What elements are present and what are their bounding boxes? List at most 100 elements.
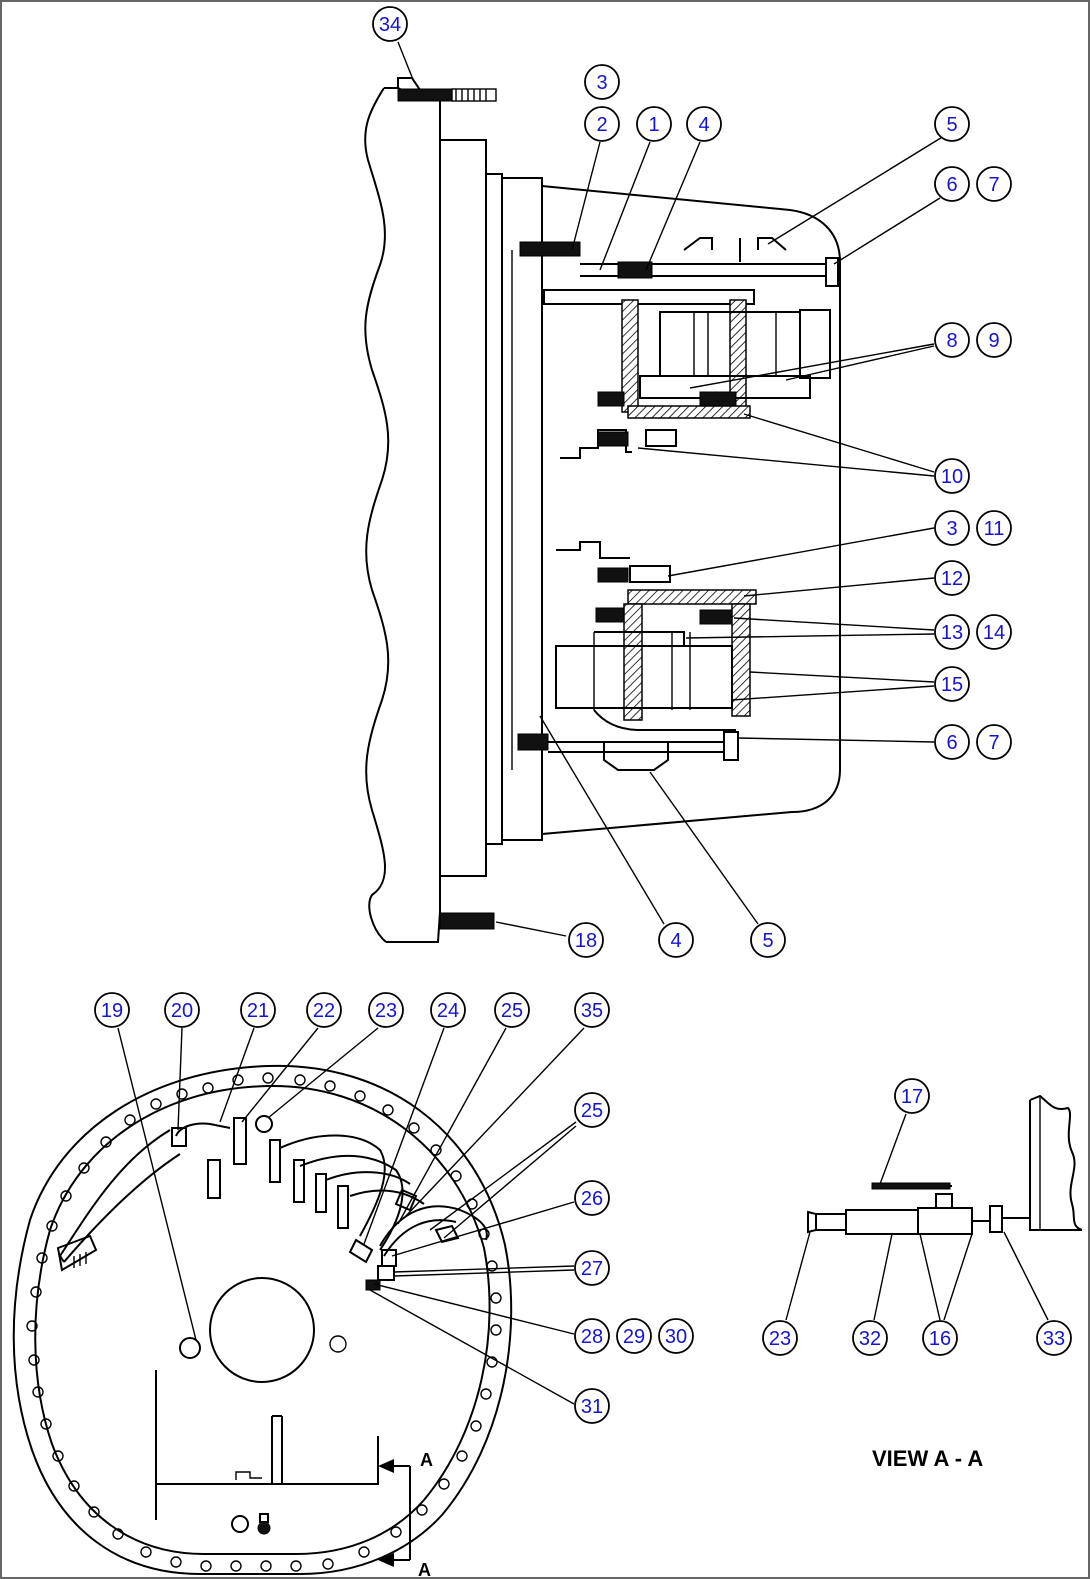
callout-number: 27 [581,1258,603,1280]
callout-circle [574,1180,610,1216]
callout-c14: 14 [976,614,1012,650]
callout-c5b: 5 [750,922,786,958]
fitting-33 [989,1205,1003,1233]
callout-number: 12 [941,568,963,590]
fitting-19 [179,1337,201,1359]
lower-step-profile [556,541,630,559]
fitting-27 [377,1265,395,1281]
section-mark-bottom: A [418,1560,431,1579]
callout-number: 7 [988,732,999,754]
callout-c30: 30 [658,1318,694,1354]
top-lug [397,77,421,91]
callout-number: 25 [581,1100,603,1122]
callout-c24: 24 [430,992,466,1028]
callout-c2: 2 [584,106,620,142]
callout-number: 5 [762,930,773,952]
callout-c16: 16 [922,1320,958,1356]
leader-lines-top [397,41,945,937]
callout-circle [658,922,694,958]
bracket-break [1029,1094,1083,1231]
callout-number: 6 [946,732,957,754]
callout-circle [574,1388,610,1424]
callout-number: 30 [665,1326,687,1348]
valve-16 [917,1207,973,1235]
callout-c12: 12 [934,560,970,596]
callout-circle [934,510,970,546]
callout-c22: 22 [306,992,342,1028]
callout-c5a: 5 [934,106,970,142]
callout-c27: 27 [574,1250,610,1286]
top-bracket-5 [683,237,787,251]
clip-22 [233,1117,247,1165]
bolt-18 [439,912,495,930]
hose-bundle-a [279,1134,386,1237]
callout-c32: 32 [852,1320,888,1356]
leader-lines-flange [117,1027,585,1405]
callout-number: 13 [941,622,963,644]
callout-number: 7 [988,174,999,196]
section-mark-top: A [420,1450,433,1470]
retainer-upper [627,405,751,419]
callout-c1: 1 [636,106,672,142]
callout-circle [240,992,276,1028]
callout-number: 1 [648,114,659,136]
callout-number: 23 [375,1000,397,1022]
callout-number: 5 [946,114,957,136]
hose-bundle-b [299,1154,404,1251]
callout-circle [368,992,404,1028]
retainer-12 [627,589,757,605]
bearing-lower [555,645,733,709]
flange-outer [12,1064,513,1575]
callout-number: 6 [946,174,957,196]
fitting-23-view [807,1210,817,1234]
callout-number: 26 [581,1188,603,1210]
callout-c7b: 7 [976,724,1012,760]
view-title: VIEW A - A [872,1446,983,1471]
view-a-a: VIEW A - A [807,1094,1083,1471]
callout-c21: 21 [240,992,276,1028]
callout-circle [1036,1320,1072,1356]
bolt-10-upper [597,391,625,407]
flange-end-view [12,1064,513,1575]
callout-number: 10 [941,466,963,488]
callout-circle [306,992,342,1028]
callout-c25b: 25 [574,1092,610,1128]
callout-circle [164,992,200,1028]
callout-circle [574,992,610,1028]
callout-number: 32 [859,1328,881,1350]
callout-circle [934,666,970,702]
bolt-2 [519,241,581,257]
callout-number: 8 [946,330,957,352]
callout-c20: 20 [164,992,200,1028]
callout-number: 9 [988,330,999,352]
callout-circle [658,1318,694,1354]
callout-circle [934,166,970,202]
callout-c13: 13 [934,614,970,650]
callout-circle [568,922,604,958]
callout-c33: 33 [1036,1320,1072,1356]
callout-number: 4 [698,114,709,136]
callout-c23a: 23 [368,992,404,1028]
callout-circle [894,1078,930,1114]
callout-number: 22 [313,1000,335,1022]
callout-c4a: 4 [686,106,722,142]
callout-circle [430,992,466,1028]
callout-number: 3 [946,518,957,540]
callout-number: 2 [596,114,607,136]
callout-circle [934,106,970,142]
callout-circle [976,724,1012,760]
callout-circle [852,1320,888,1356]
callout-circle [934,322,970,358]
callout-number: 28 [581,1326,603,1348]
callout-number: 16 [929,1328,951,1350]
callout-c4b: 4 [658,922,694,958]
callout-circle [922,1320,958,1356]
callout-number: 21 [247,1000,269,1022]
bracket-wall [1029,1100,1082,1231]
callout-c9: 9 [976,322,1012,358]
callout-circle [94,992,130,1028]
small-port [329,1335,347,1353]
callout-circle [372,6,408,42]
